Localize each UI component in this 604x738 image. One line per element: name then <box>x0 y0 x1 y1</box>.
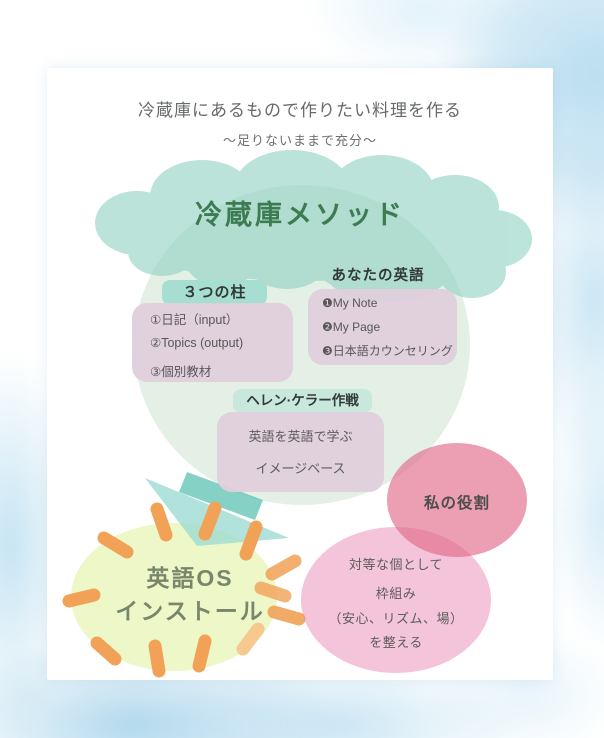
pillars-item: ③個別教材 <box>150 365 212 379</box>
page-title: 冷蔵庫にあるもので作りたい料理を作る <box>138 101 462 120</box>
pillars-header: ３つの柱 <box>162 280 267 305</box>
your-english-item: ❶My Note <box>322 296 378 310</box>
my-role-label: 私の役割 <box>423 495 491 512</box>
pillars-box: ①日記（input） ②Topics (output) ③個別教材 <box>132 303 293 382</box>
your-english-box: ❶My Note ❷My Page ❸日本語カウンセリング <box>308 289 457 365</box>
sun-ray-dashes <box>62 501 306 678</box>
poster-card: 冷蔵庫にあるもので作りたい料理を作る ～足りないままで充分～ 冷蔵庫メソッド ３… <box>47 68 553 680</box>
helen-keller-item: イメージベース <box>255 461 346 476</box>
my-role-ellipse <box>387 443 527 557</box>
helen-keller-box: 英語を英語で学ぶ イメージベース <box>217 412 384 492</box>
english-os-label: 英語OS インストール <box>115 562 265 628</box>
detail-line: 対等な個として <box>348 557 444 572</box>
pillars-item: ①日記（input） <box>150 313 239 327</box>
page-subtitle: ～足りないままで充分～ <box>222 133 378 148</box>
helen-keller-item: 英語を英語で学ぶ <box>248 429 353 444</box>
detail-line: 枠組み <box>375 586 417 601</box>
english-os-line: インストール <box>115 598 265 624</box>
detail-line: を整える <box>369 635 423 650</box>
diagram-shapes <box>62 150 532 678</box>
framework-oval <box>301 527 491 673</box>
cloud-shape <box>95 150 532 302</box>
method-cloud-title: 冷蔵庫メソッド <box>195 200 405 230</box>
pillars-item: ②Topics (output) <box>150 336 244 350</box>
watercolor-right-lower <box>545 370 604 660</box>
burst-ellipse <box>71 523 277 671</box>
your-english-header: あなたの英語 <box>331 268 425 284</box>
english-os-line: 英語OS <box>146 565 234 591</box>
detail-line: （安心、リズム、場） <box>328 611 464 626</box>
your-english-item: ❷My Page <box>322 320 381 334</box>
helen-keller-header: ヘレン·ケラー作戦 <box>233 389 372 413</box>
your-english-item: ❸日本語カウンセリング <box>322 344 453 358</box>
